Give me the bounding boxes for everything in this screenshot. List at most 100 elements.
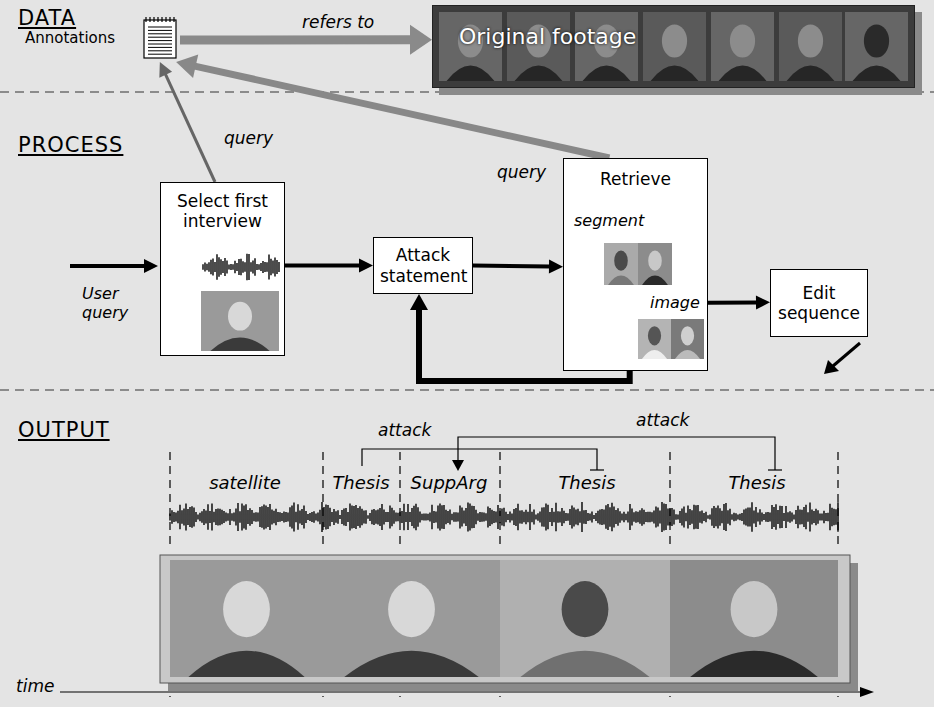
node-text: Attack statement [374, 245, 472, 286]
process-box: Select first interview [160, 182, 285, 356]
photo-face [648, 326, 661, 345]
bracket-bar [590, 469, 604, 470]
photo-body [642, 350, 667, 359]
notepad-ring [161, 17, 162, 22]
notepad-ring [149, 17, 150, 22]
photo-face [681, 326, 694, 345]
photo [643, 12, 706, 81]
bracket-line [458, 437, 775, 470]
connector-line [165, 74, 215, 182]
photo-body [608, 276, 634, 285]
notepad-ring [157, 17, 158, 22]
photo [323, 560, 500, 677]
photo [604, 243, 638, 285]
node-text: Annotations [25, 29, 115, 47]
photo [779, 12, 842, 81]
photo-body [690, 651, 818, 677]
notepad-icon [142, 16, 178, 60]
segment-label: satellite [209, 472, 281, 494]
connector [176, 55, 609, 158]
notepad-line [148, 30, 172, 31]
segment-label: Thesis [728, 472, 785, 494]
notepad-ring [165, 17, 166, 22]
notepad-line [148, 44, 172, 45]
input-label: User query [82, 284, 137, 322]
node-text: Original footage [459, 24, 636, 50]
filmstrip-frame [160, 555, 850, 683]
segment-dividers [170, 452, 838, 697]
photo-body [853, 65, 901, 81]
audio-waveform [201, 251, 281, 283]
connector [708, 295, 770, 309]
photo-ground [711, 12, 774, 81]
segment-divider [169, 452, 170, 545]
photo-body [642, 276, 668, 285]
relation-label: attack [636, 410, 689, 430]
input-arrow [70, 264, 146, 268]
output-arrow [833, 343, 860, 366]
process-box: Retrievesegmentimage [563, 158, 708, 371]
photo-body [447, 65, 495, 81]
photo-ground [670, 560, 838, 677]
photo-ground [323, 560, 500, 677]
photo-face [648, 251, 662, 271]
photo [201, 291, 279, 351]
photo-ground [500, 560, 670, 677]
photo-body [651, 65, 699, 81]
waveform [170, 502, 838, 532]
connector-line [708, 300, 757, 304]
photo-ground [643, 12, 706, 81]
notepad-line [148, 37, 172, 38]
photo [711, 12, 774, 81]
waveform [203, 254, 279, 281]
arrowhead [410, 25, 432, 55]
axis-label: time [16, 676, 54, 696]
segment-divider [669, 452, 670, 545]
arrowhead [549, 259, 563, 273]
photo-ground [779, 12, 842, 81]
arrowhead [756, 295, 770, 309]
notepad-line [148, 27, 172, 28]
photo-face [388, 581, 435, 637]
photo-body [515, 65, 563, 81]
connector [159, 62, 215, 182]
photo-body [675, 350, 700, 359]
bracket-bar [768, 469, 782, 470]
photo-body [583, 65, 631, 81]
photo-face [864, 24, 889, 57]
node-text: Select first interview [161, 183, 284, 232]
photo [671, 319, 704, 359]
node-text: segment [574, 211, 644, 230]
notepad-line [148, 47, 172, 48]
segment-label: Thesis [558, 472, 615, 494]
segment-label: SuppArg [411, 472, 488, 494]
notepad-ring [153, 17, 154, 22]
node-text: image [650, 293, 700, 312]
process-box: Edit sequence [770, 269, 868, 337]
interview-photo [201, 291, 279, 351]
photo [845, 12, 908, 81]
photo-face [223, 581, 270, 637]
time-arrowhead [860, 687, 874, 697]
output-waveform [170, 502, 838, 532]
output-arrowhead [824, 360, 839, 374]
photo-ground [671, 319, 704, 359]
connector-line [285, 264, 360, 268]
segment-photos [604, 243, 672, 285]
notepad-line [148, 40, 172, 41]
photo-body [787, 65, 835, 81]
input-arrowhead [144, 259, 158, 273]
photo-body [210, 338, 269, 352]
photo [500, 560, 670, 677]
band-separator [0, 91, 934, 92]
photo-ground [604, 243, 638, 285]
notepad-page [144, 20, 176, 58]
band-title: DATA [18, 6, 76, 31]
photo-ground [638, 319, 671, 359]
photo [638, 243, 672, 285]
bracket-line [362, 449, 597, 470]
segment-label: Thesis [332, 472, 389, 494]
segment-divider [499, 452, 500, 545]
